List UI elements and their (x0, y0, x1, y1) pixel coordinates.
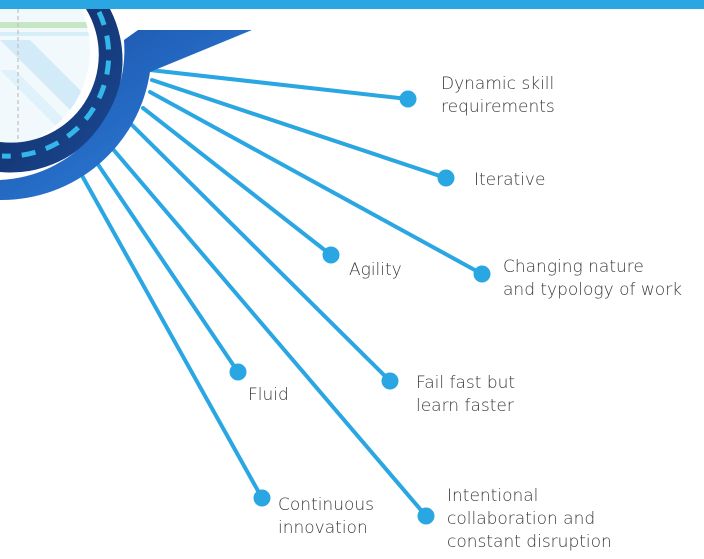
connector-line (141, 106, 333, 257)
connector-line (148, 68, 410, 101)
item-label-line: Dynamic skill (441, 74, 555, 94)
item-label-line: Intentional (447, 486, 539, 506)
connector-dot (437, 169, 455, 187)
item-label-line: Iterative (474, 170, 546, 190)
item-label-line: constant disruption (447, 532, 612, 552)
road-shoulder-wedge (0, 30, 252, 201)
item-label-line: Fail fast but (416, 373, 516, 393)
item-label: Agility (349, 259, 402, 282)
item-label: Fluid (248, 384, 289, 407)
item-label: Fail fast but learn faster (416, 372, 515, 418)
connector-dot (473, 265, 491, 283)
connector-rays (78, 68, 491, 525)
connector-dot (381, 372, 399, 390)
item-label-line: Continuous (278, 495, 375, 515)
road-arc (0, 9, 123, 173)
connector-line (148, 90, 484, 276)
connector-line (150, 78, 448, 180)
item-label-line: Agility (349, 260, 402, 280)
connector-line (130, 123, 392, 383)
connector-dot (322, 246, 340, 264)
item-label-line: and typology of work (503, 280, 683, 300)
top-accent-bar (0, 0, 704, 9)
item-label-line: Changing nature (503, 257, 644, 277)
item-label-line: Fluid (248, 385, 289, 405)
connector-dot (253, 489, 271, 507)
item-label: Iterative (474, 169, 545, 192)
road-lane-dashes (1, 10, 112, 159)
item-label: Changing nature and typology of work (503, 256, 682, 302)
item-label-line: collaboration and (447, 509, 596, 529)
connector-line (78, 170, 264, 500)
item-label: Continuous innovation (278, 494, 374, 540)
item-label: Dynamic skill requirements (441, 73, 555, 119)
connector-dot (399, 90, 417, 108)
connector-dot (417, 507, 435, 525)
item-label-line: requirements (441, 97, 555, 117)
item-label-line: learn faster (416, 396, 514, 416)
connector-line (93, 158, 240, 374)
item-label-line: innovation (278, 518, 368, 538)
item-label: Intentional collaboration and constant dis… (447, 485, 612, 554)
connector-line (110, 146, 428, 518)
connector-dot (229, 363, 247, 381)
